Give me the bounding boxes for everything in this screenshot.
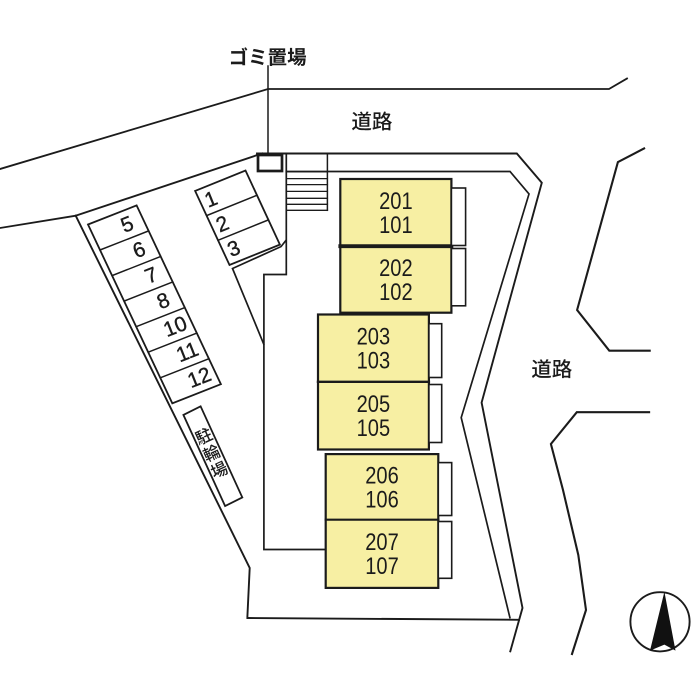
svg-text:202: 202 [379,255,413,282]
svg-text:207: 207 [365,529,399,556]
svg-text:102: 102 [379,279,413,306]
svg-text:107: 107 [365,553,399,580]
svg-text:203: 203 [357,324,391,351]
svg-text:105: 105 [357,415,391,442]
svg-text:106: 106 [365,486,399,513]
svg-text:103: 103 [357,348,391,375]
svg-text:101: 101 [379,212,413,239]
svg-text:206: 206 [365,462,399,489]
svg-text:201: 201 [379,188,413,215]
svg-text:205: 205 [357,391,391,418]
